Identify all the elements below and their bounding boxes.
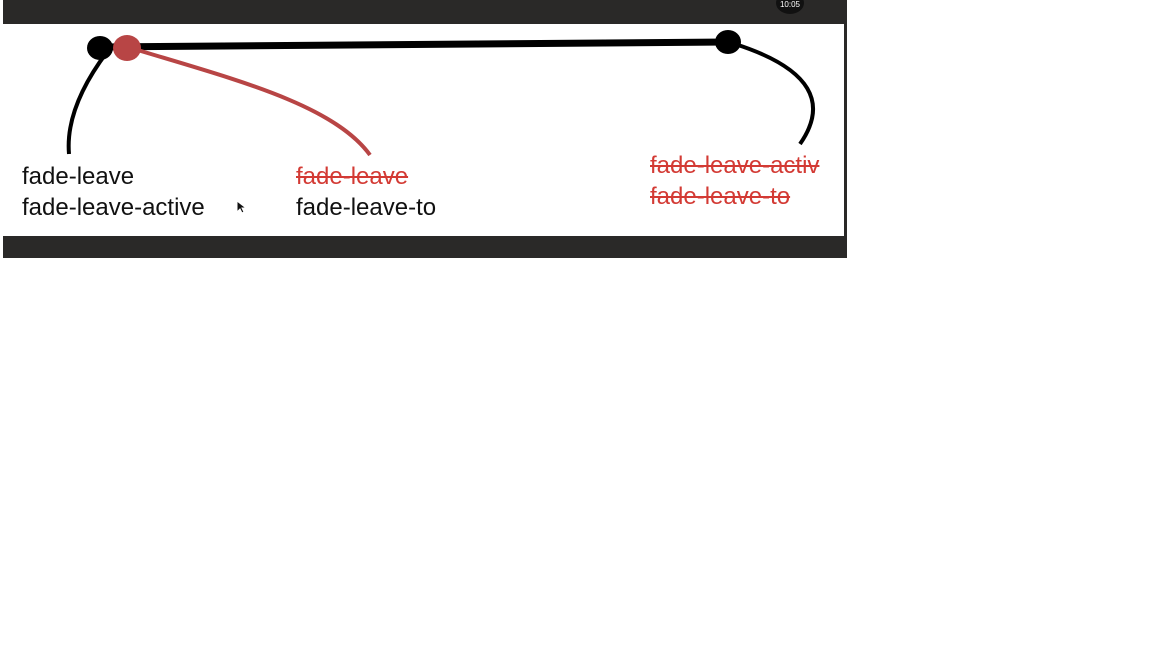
mouse-cursor-icon [236, 200, 246, 214]
end-node [715, 30, 741, 54]
timer-badge: 10:05 [776, 0, 804, 14]
end-label-leave-to-struck: fade-leave-to [650, 183, 791, 210]
video-frame: 10:05 fade-leave fade-leave-active fade-… [3, 0, 847, 258]
start-node [87, 36, 113, 60]
start-connector [66, 50, 109, 155]
middle-label-leave-struck: fade-leave [296, 163, 409, 190]
next-frame-node [113, 35, 141, 61]
middle-label-leave-to: fade-leave-to [296, 194, 437, 221]
transition-diagram [66, 30, 816, 157]
end-connector [734, 42, 816, 146]
next-frame-connector [130, 46, 372, 157]
end-label-leave-active-struck: fade-leave-activ [650, 152, 820, 179]
slide-canvas: fade-leave fade-leave-active fade-leave … [3, 24, 844, 236]
start-label-leave: fade-leave [22, 163, 135, 190]
start-label-leave-active: fade-leave-active [22, 194, 205, 221]
timeline-line [96, 38, 732, 51]
